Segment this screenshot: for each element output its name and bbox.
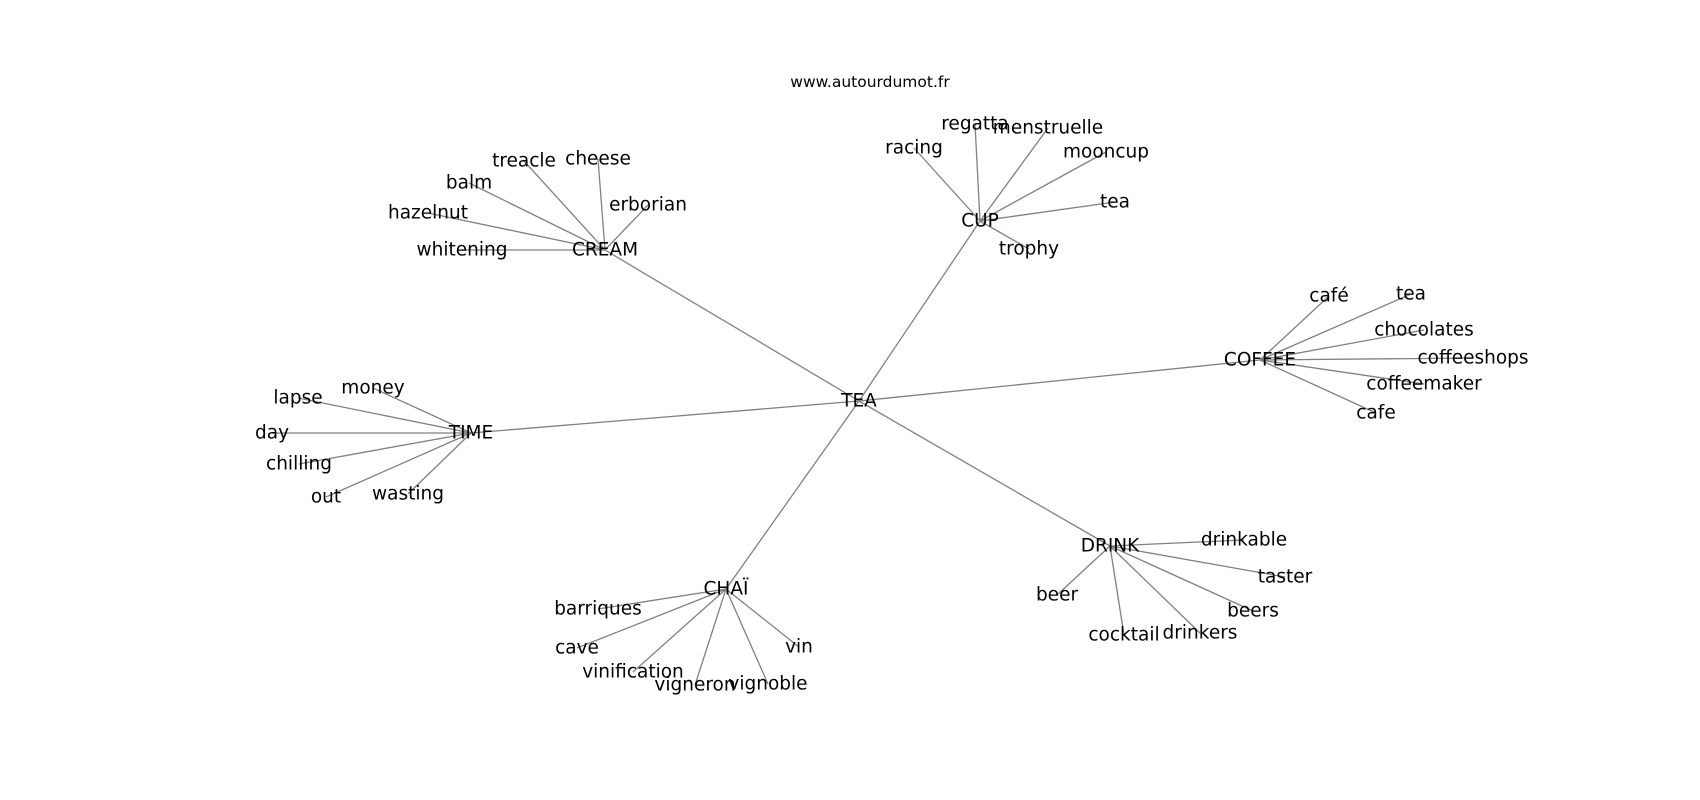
- leaf-node-cup-tea: tea: [1100, 192, 1130, 213]
- edge-cream-cheese: [597, 158, 606, 251]
- leaf-node-coffee-cafe: cafe: [1356, 403, 1395, 424]
- leaf-node-time-money: money: [341, 378, 404, 399]
- edge-tea-cream: [604, 249, 860, 402]
- edge-drink-beer: [1056, 545, 1111, 596]
- leaf-node-cream-cheese: cheese: [565, 149, 631, 170]
- edge-drink-beers: [1109, 545, 1254, 612]
- edge-coffee-chocolates: [1259, 329, 1425, 361]
- hub-node-cup: CUP: [961, 211, 999, 232]
- edge-coffee-cafe: [1259, 295, 1330, 361]
- leaf-node-chai-cave: cave: [555, 638, 599, 659]
- hub-node-time: TIME: [448, 423, 493, 444]
- leaf-node-chai-vigneron: vigneron: [654, 675, 735, 696]
- edge-cup-trophy: [979, 220, 1030, 250]
- edge-tea-coffee: [858, 359, 1261, 402]
- edge-chai-vinification: [632, 588, 727, 673]
- edge-cream-balm: [468, 182, 606, 251]
- leaf-node-drink-taster: taster: [1258, 567, 1313, 588]
- edge-cup-racing: [913, 147, 981, 222]
- leaf-node-time-lapse: lapse: [273, 388, 322, 409]
- edge-cream-hazelnut: [427, 212, 606, 251]
- hub-node-drink: DRINK: [1081, 536, 1140, 557]
- hub-node-chai: CHAÏ: [704, 579, 749, 600]
- leaf-node-coffee-coffeemaker: coffeemaker: [1366, 374, 1482, 395]
- edge-cup-regatta: [974, 123, 981, 222]
- leaf-node-coffee-cafe: café: [1309, 286, 1348, 307]
- edge-tea-time: [470, 400, 860, 434]
- edge-cream-erborian: [604, 204, 649, 251]
- leaf-node-time-day: day: [255, 423, 289, 444]
- edge-drink-taster: [1109, 545, 1286, 578]
- leaf-node-drink-cocktail: cocktail: [1088, 625, 1159, 646]
- leaf-node-chai-vin: vin: [785, 637, 813, 658]
- leaf-node-coffee-tea: tea: [1396, 284, 1426, 305]
- edge-cup-mooncup: [979, 151, 1107, 222]
- edge-coffee-coffeemaker: [1259, 359, 1425, 385]
- graph-edges: [272, 123, 1474, 686]
- edge-time-lapse: [297, 397, 472, 434]
- edge-chai-vin: [725, 588, 800, 648]
- edge-cup-menstruelle: [979, 127, 1049, 222]
- edge-coffee-coffeeshops: [1259, 357, 1474, 361]
- leaf-node-drink-drinkable: drinkable: [1201, 530, 1287, 551]
- leaf-node-cup-mooncup: mooncup: [1063, 142, 1149, 163]
- leaf-node-chai-vignoble: vignoble: [728, 674, 807, 695]
- edge-coffee-tea: [1259, 293, 1412, 361]
- edge-chai-barriques: [597, 588, 727, 610]
- edge-drink-drinkers: [1109, 545, 1201, 634]
- edge-cream-treacle: [523, 160, 606, 251]
- center-node-tea: TEA: [840, 391, 877, 412]
- leaf-node-chai-vinification: vinification: [582, 662, 684, 683]
- leaf-node-cream-balm: balm: [446, 173, 492, 194]
- leaf-node-drink-beer: beer: [1036, 585, 1079, 606]
- hub-node-coffee: COFFEE: [1224, 350, 1296, 371]
- leaf-node-cream-hazelnut: hazelnut: [388, 203, 468, 224]
- edge-chai-cave: [576, 588, 727, 649]
- leaf-node-cup-menstruelle: menstruelle: [993, 118, 1103, 139]
- edge-drink-cocktail: [1109, 545, 1125, 636]
- source-watermark: www.autourdumot.fr: [790, 73, 950, 91]
- leaf-node-chai-barriques: barriques: [554, 599, 642, 620]
- leaf-node-coffee-chocolates: chocolates: [1374, 320, 1473, 341]
- hub-node-cream: CREAM: [572, 240, 638, 261]
- leaf-node-drink-beers: beers: [1227, 601, 1279, 622]
- leaf-node-cream-erborian: erborian: [609, 195, 687, 216]
- leaf-node-cream-whitening: whitening: [417, 240, 508, 261]
- edge-time-money: [372, 387, 472, 434]
- leaf-node-drink-drinkers: drinkers: [1163, 623, 1238, 644]
- edge-chai-vignoble: [725, 588, 769, 685]
- edge-coffee-cafe: [1259, 359, 1377, 414]
- edge-time-wasting: [407, 432, 472, 495]
- edge-drink-drinkable: [1109, 539, 1245, 547]
- edge-chai-vigneron: [694, 588, 727, 686]
- edge-tea-drink: [858, 400, 1111, 547]
- leaf-node-cup-trophy: trophy: [999, 239, 1059, 260]
- edge-time-chilling: [298, 432, 472, 465]
- leaf-node-time-chilling: chilling: [266, 454, 332, 475]
- leaf-node-cup-regatta: regatta: [941, 114, 1009, 135]
- leaf-node-time-out: out: [311, 487, 341, 508]
- leaf-node-coffee-coffeeshops: coffeeshops: [1417, 348, 1528, 369]
- edge-time-out: [325, 432, 472, 498]
- leaf-node-cup-racing: racing: [885, 138, 943, 159]
- edge-tea-chai: [725, 400, 860, 590]
- edge-tea-cup: [858, 220, 981, 402]
- edge-cup-tea: [979, 201, 1116, 222]
- leaf-node-cream-treacle: treacle: [492, 151, 556, 172]
- leaf-node-time-wasting: wasting: [372, 484, 444, 505]
